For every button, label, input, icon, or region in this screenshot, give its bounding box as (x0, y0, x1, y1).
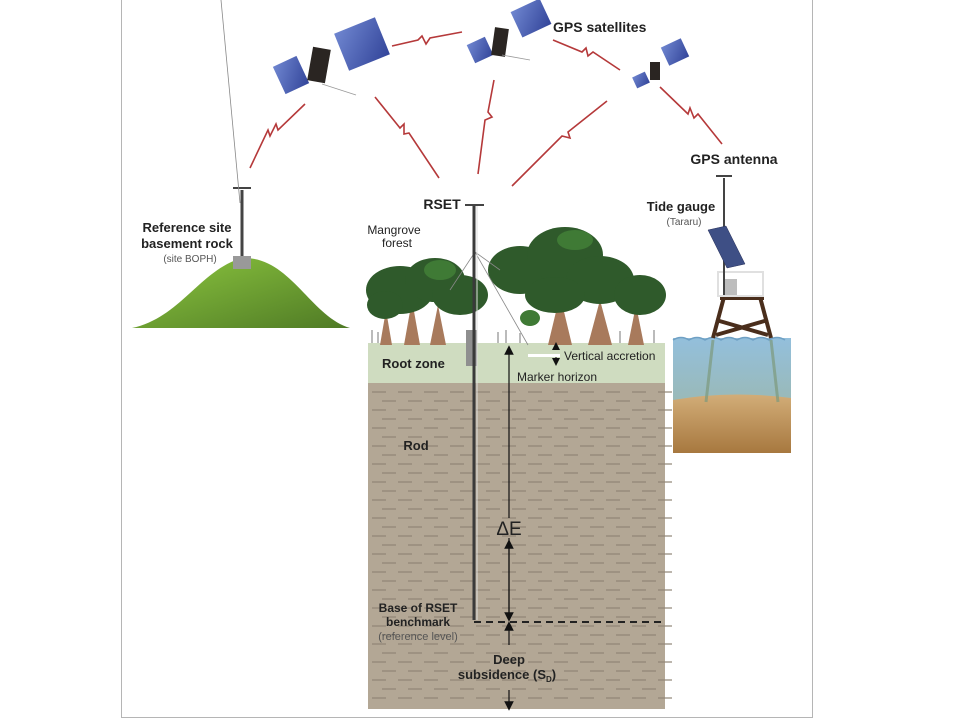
signal-line (552, 39, 621, 71)
signal-line (511, 100, 608, 187)
satellite-body-icon (650, 62, 660, 80)
signal-line (249, 103, 306, 169)
seabed (673, 394, 791, 453)
soil-column (368, 343, 672, 709)
rod-label: Rod (403, 438, 428, 453)
tide-gauge: GPS antenna Tide gauge (Tararu) (647, 151, 791, 453)
rset: RSET (423, 196, 529, 620)
mangrove-forest: Mangrove forest (366, 223, 666, 345)
satellite-right (632, 38, 690, 89)
reference-site: Reference site basement rock (site BOPH) (132, 0, 350, 328)
soil-texture (372, 391, 672, 699)
monument-base (233, 256, 251, 269)
base-label: Base of RSET (379, 601, 458, 615)
solar-panel-icon (632, 71, 650, 89)
vertical-accretion-label: Vertical accretion (564, 349, 655, 363)
signal-line (374, 96, 440, 179)
gps-satellites-label: GPS satellites (553, 19, 647, 35)
tide-gauge-sublabel: (Tararu) (666, 217, 701, 228)
solar-panel-icon (272, 55, 310, 95)
hill (132, 257, 350, 328)
water-waves (672, 336, 786, 341)
signal-line (391, 31, 463, 47)
solar-panel-icon (660, 38, 690, 66)
railing (717, 271, 764, 297)
solar-panel-icon (707, 225, 746, 269)
reference-site-label-2: basement rock (141, 236, 234, 251)
tower-legs (711, 296, 773, 339)
rset-label: RSET (423, 196, 461, 212)
satellite-middle (466, 0, 552, 64)
measurements: Root zone Vertical accretion Marker hori… (378, 342, 664, 711)
rset-collar (466, 330, 477, 366)
delta-e-label: ΔE (496, 519, 521, 540)
gps-signals (249, 31, 723, 187)
solar-panel-icon (466, 36, 494, 64)
solar-panel-icon (510, 0, 552, 38)
base-label-2: benchmark (386, 615, 450, 629)
solar-panel-icon (334, 17, 390, 71)
marker-horizon-label: Marker horizon (517, 370, 597, 384)
root-zone-label: Root zone (382, 356, 445, 371)
deep-subsidence-label: Deep (493, 652, 525, 667)
reference-site-label: Reference site (143, 220, 232, 235)
instrument-box (724, 279, 737, 295)
deep-subsidence-label-2: subsidence (SD) (458, 667, 556, 684)
satellite-body-icon (307, 46, 331, 84)
satellite-body-icon (491, 27, 509, 57)
base-sublabel: (reference level) (378, 631, 457, 643)
gps-antenna-label: GPS antenna (690, 151, 777, 167)
satellite-left (272, 17, 390, 96)
reference-site-sublabel: (site BOPH) (163, 254, 216, 265)
mangrove-label: Mangrove (367, 223, 421, 237)
marker-horizon-layer (528, 354, 560, 357)
signal-line (659, 86, 723, 145)
grass (371, 330, 655, 343)
signal-line (477, 79, 495, 175)
mangrove-label-2: forest (382, 236, 413, 250)
root-zone (368, 343, 665, 383)
tide-gauge-label: Tide gauge (647, 199, 715, 214)
